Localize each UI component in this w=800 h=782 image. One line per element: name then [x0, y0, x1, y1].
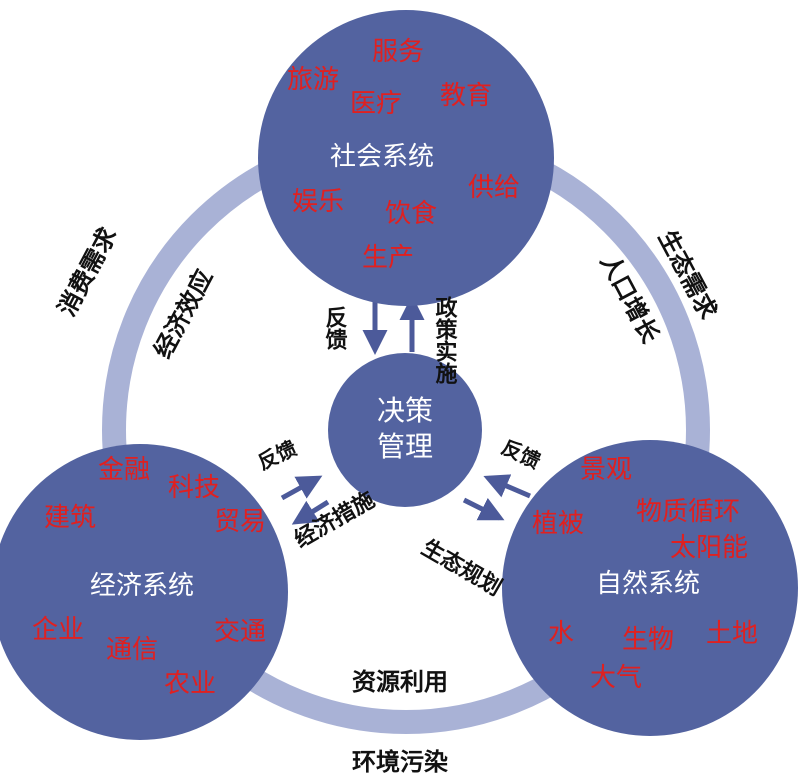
- economic-item-construction: 建筑: [44, 503, 96, 533]
- economic-system-title: 经济系统: [90, 571, 194, 601]
- social-item-production: 生产: [362, 243, 414, 273]
- center-label-line2: 管理: [377, 430, 433, 463]
- social-item-food: 饮食: [385, 199, 437, 229]
- flow-arrows: [280, 295, 531, 525]
- social-item-tourism: 旅游: [287, 65, 339, 95]
- relation-consumer-demand: 消费需求: [53, 223, 123, 321]
- natural-item-water: 水: [548, 619, 574, 649]
- relation-resource-use: 资源利用: [352, 668, 448, 696]
- economic-item-transport: 交通: [214, 617, 266, 647]
- natural-item-material-cycle: 物质循环: [636, 497, 740, 527]
- economic-item-finance: 金融: [98, 455, 150, 485]
- flow-label-natural-feedback: 反馈: [498, 435, 544, 474]
- economic-system-circle: [0, 444, 288, 740]
- arrow-center-to-natural: [462, 497, 505, 521]
- arrow-economic-to-center: [280, 475, 323, 501]
- flow-label-social-feedback: 反馈: [322, 306, 348, 351]
- social-item-education: 教育: [440, 81, 492, 111]
- natural-system-circle: [502, 440, 798, 736]
- arrow-center-to-economic: [291, 499, 330, 525]
- social-item-supply: 供给: [468, 173, 520, 203]
- arrow-natural-to-center: [483, 474, 531, 499]
- decision-management-circle: [328, 353, 482, 507]
- natural-item-organisms: 生物: [622, 625, 674, 655]
- economic-item-technology: 科技: [168, 473, 220, 503]
- natural-item-vegetation: 植被: [532, 509, 584, 539]
- relation-environmental-pollution: 环境污染: [352, 748, 448, 776]
- social-item-entertainment: 娱乐: [292, 187, 344, 217]
- natural-system-title: 自然系统: [596, 569, 700, 599]
- flow-label-policy-implementation: 政策实施: [432, 295, 458, 385]
- social-system-title: 社会系统: [330, 142, 434, 172]
- natural-item-atmosphere: 大气: [590, 663, 642, 693]
- economic-item-communication: 通信: [106, 635, 158, 665]
- economic-item-enterprise: 企业: [32, 615, 84, 645]
- natural-item-land: 土地: [706, 619, 758, 649]
- flow-label-ecological-planning: 生态规划: [417, 535, 506, 602]
- social-system-circle: [258, 10, 554, 306]
- social-item-service: 服务: [372, 37, 424, 67]
- economic-item-trade: 贸易: [214, 507, 266, 537]
- flow-label-economic-feedback: 反馈: [254, 436, 300, 475]
- social-item-medical: 医疗: [350, 89, 402, 119]
- economic-item-agriculture: 农业: [164, 669, 216, 699]
- center-label-line1: 决策: [377, 394, 433, 427]
- natural-item-solar-energy: 太阳能: [670, 533, 748, 563]
- natural-item-landscape: 景观: [580, 455, 632, 485]
